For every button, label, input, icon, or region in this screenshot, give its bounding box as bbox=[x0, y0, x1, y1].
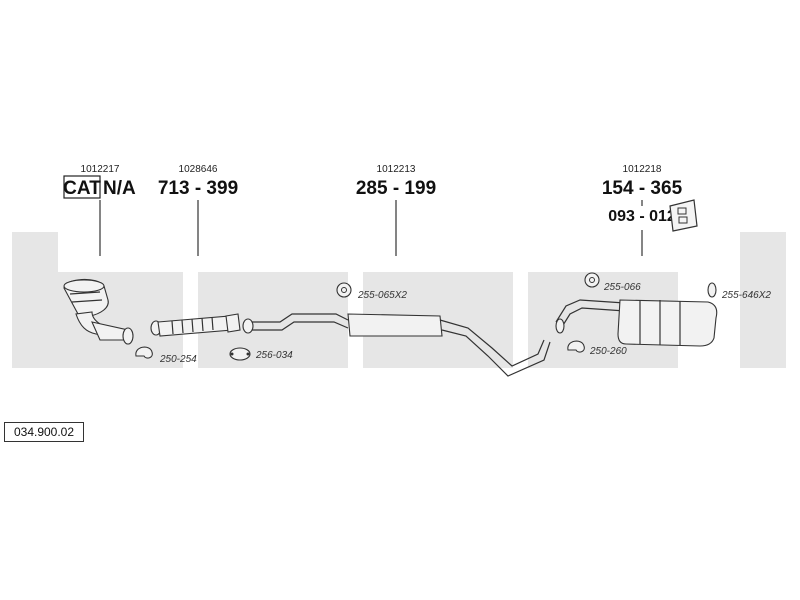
fitting-code-250-260: 250-260 bbox=[589, 346, 627, 357]
cat-box bbox=[63, 175, 101, 199]
catalytic-converter-icon bbox=[63, 278, 134, 345]
fitting-code-256-034: 256-034 bbox=[255, 350, 293, 361]
cat-label: CAT bbox=[63, 178, 101, 199]
middle-silencer-icon bbox=[242, 313, 551, 377]
fitting-code-255-065X2: 255-065X2 bbox=[357, 290, 407, 301]
gasket-icon bbox=[229, 347, 251, 361]
part-label-1012217: N/A bbox=[103, 178, 136, 199]
fitting-code-255-646X2: 255-646X2 bbox=[721, 290, 771, 301]
rubber-mount-rear-icon bbox=[584, 272, 600, 288]
fitting-code-255-066: 255-066 bbox=[603, 282, 641, 293]
bosal-watermark bbox=[12, 232, 786, 368]
sub-part-label: 093 - 012 bbox=[608, 208, 676, 225]
rear-clamp-icon bbox=[567, 340, 585, 353]
part-ref-1012213: 1012213 bbox=[377, 164, 416, 175]
mounting-bracket-icon bbox=[669, 199, 698, 232]
part-ref-1012217: 1012217 bbox=[81, 164, 120, 175]
part-label-1028646: 713 - 399 bbox=[158, 178, 238, 199]
diagram-id-box: 034.900.02 bbox=[4, 422, 84, 442]
clamp-icon bbox=[135, 346, 153, 359]
fitting-code-250-254: 250-254 bbox=[159, 354, 197, 365]
rubber-ring-icon bbox=[707, 282, 717, 298]
rear-silencer-icon bbox=[555, 299, 718, 347]
rubber-mount-icon bbox=[336, 282, 352, 298]
front-pipe-icon bbox=[150, 313, 241, 337]
part-label-1012218: 154 - 365 bbox=[602, 178, 683, 199]
part-ref-1012218: 1012218 bbox=[623, 164, 662, 175]
part-label-1012213: 285 - 199 bbox=[356, 178, 436, 199]
part-ref-1028646: 1028646 bbox=[179, 164, 218, 175]
